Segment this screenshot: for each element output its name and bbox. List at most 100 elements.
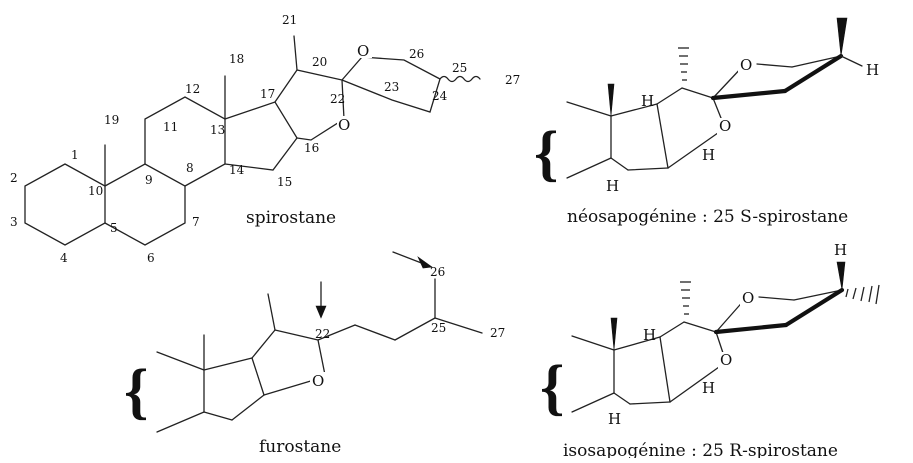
- h-iso-25: H: [834, 241, 847, 259]
- h-iso-2: H: [702, 379, 715, 397]
- bond-furo-k: [263, 379, 315, 396]
- bond-neo-f: [627, 167, 669, 171]
- oxygen-ring-e: O: [338, 116, 350, 134]
- bond-iso-g: [659, 336, 671, 403]
- o-mask-neo-1: [738, 57, 756, 74]
- locant-15: 15: [277, 175, 292, 189]
- locant-21: 21: [282, 13, 297, 27]
- caption-spirostane: spirostane: [246, 208, 336, 228]
- bold-bond-neo-2: [782, 53, 844, 94]
- ring-e: [274, 69, 345, 141]
- h-neo-4: H: [866, 61, 879, 79]
- bond-iso-b: [571, 392, 615, 413]
- bond-furo-l: [317, 324, 356, 341]
- hash-methyl-iso: [680, 281, 691, 315]
- locant-10: 10: [88, 184, 103, 198]
- locant-6: 6: [147, 251, 155, 265]
- caption-neosapogenine: néosapogénine : 25 S-spirostane: [567, 207, 848, 227]
- bond-furo-d: [203, 357, 253, 371]
- locant-22: 22: [330, 92, 345, 106]
- locant-24: 24: [432, 89, 448, 103]
- bond-neo-d: [610, 103, 658, 117]
- bond-furo-i: [274, 329, 319, 341]
- spirostane-structure: 1 2 3 4 5 6 7 8 9 10 11 12 13 14 15 16 1…: [10, 13, 520, 265]
- bond-neo-a: [566, 101, 612, 117]
- arrowhead-c26: [417, 256, 433, 269]
- bond-neo-j: [667, 127, 726, 169]
- locant-1: 1: [71, 148, 79, 162]
- locant-27: 27: [505, 73, 520, 87]
- oxygen-iso-2: O: [720, 351, 732, 369]
- neosapogenine-structure: { O O H H H H néosap: [534, 17, 879, 227]
- bold-bond-iso-2: [783, 287, 845, 328]
- bond-neo-b: [566, 157, 612, 179]
- bond-iso-j: [669, 361, 727, 403]
- oxygen-furo: O: [312, 372, 324, 390]
- h-neo-1: H: [641, 92, 654, 110]
- bond-neo-e: [610, 157, 629, 171]
- methyl-21: [293, 35, 298, 71]
- bond-neo-h: [656, 87, 683, 105]
- locant-4: 4: [60, 251, 68, 265]
- locant-16: 16: [304, 141, 319, 155]
- bold-bond-neo-1: [710, 88, 788, 101]
- locant-20: 20: [312, 55, 327, 69]
- locant-14: 14: [229, 163, 245, 177]
- locant-19: 19: [104, 113, 119, 127]
- oxygen-ring-f: O: [357, 42, 369, 60]
- isosapogenine-structure: { O: [540, 241, 880, 461]
- oxygen-neo-1: O: [740, 56, 752, 74]
- bond-neo-i: [681, 87, 714, 99]
- bond-iso-f: [629, 401, 671, 405]
- methyl-furo-20: [267, 293, 276, 331]
- h-neo-3: H: [606, 177, 619, 195]
- locant-furo-27: 27: [490, 326, 505, 340]
- locant-8: 8: [186, 161, 194, 175]
- wedge-methyl-iso: [610, 317, 618, 351]
- bond-furo-a: [156, 351, 205, 371]
- ring-a: [24, 163, 106, 246]
- bond-iso-h: [659, 321, 685, 338]
- wedge-h25-iso: [836, 261, 846, 291]
- bold-bond-iso-1: [713, 322, 789, 335]
- h-iso-3: H: [608, 410, 621, 428]
- wavy-bond-25-27: [439, 75, 481, 83]
- locant-12: 12: [185, 82, 200, 96]
- brace-neo: {: [534, 120, 558, 188]
- locant-furo-25: 25: [431, 321, 446, 335]
- furostane-structure: { 22 25 26 27 O furostane: [124, 251, 505, 457]
- locant-25: 25: [452, 61, 467, 75]
- oxygen-neo-2: O: [719, 117, 731, 135]
- bond-furo-27: [434, 317, 483, 334]
- hash-methyl-c25-iso: [845, 284, 880, 305]
- locant-7: 7: [192, 215, 200, 229]
- wedge-methyl-neo: [607, 83, 615, 117]
- bond-furo-n: [394, 317, 436, 341]
- bond-neo-m: [791, 55, 842, 68]
- bond-furo-e: [203, 411, 233, 421]
- caption-isosapogenine: isosapogénine : 25 R-spirostane: [563, 441, 838, 458]
- locant-26: 26: [409, 47, 424, 61]
- locant-13: 13: [210, 123, 225, 137]
- bond-furo-g: [251, 357, 265, 396]
- o-mask-2: [356, 42, 372, 58]
- o-mask-iso-2: [718, 352, 736, 369]
- bond-furo-b: [156, 411, 205, 433]
- ring-b: [104, 163, 186, 246]
- h-neo-2: H: [702, 146, 715, 164]
- locant-11: 11: [163, 120, 178, 134]
- bond-iso-e: [613, 392, 631, 405]
- bond-neo-h25: [840, 55, 863, 67]
- locant-3: 3: [10, 215, 18, 229]
- bond-neo-l: [756, 63, 793, 68]
- o-mask-1: [337, 116, 353, 132]
- h-iso-1: H: [643, 326, 656, 344]
- bond-iso-m: [793, 289, 843, 301]
- brace-iso: {: [540, 354, 564, 422]
- ring-c: [144, 96, 226, 187]
- locant-5: 5: [110, 221, 118, 235]
- arrowhead-c22: [315, 305, 327, 319]
- locant-18: 18: [229, 52, 244, 66]
- bond-iso-l: [758, 296, 795, 301]
